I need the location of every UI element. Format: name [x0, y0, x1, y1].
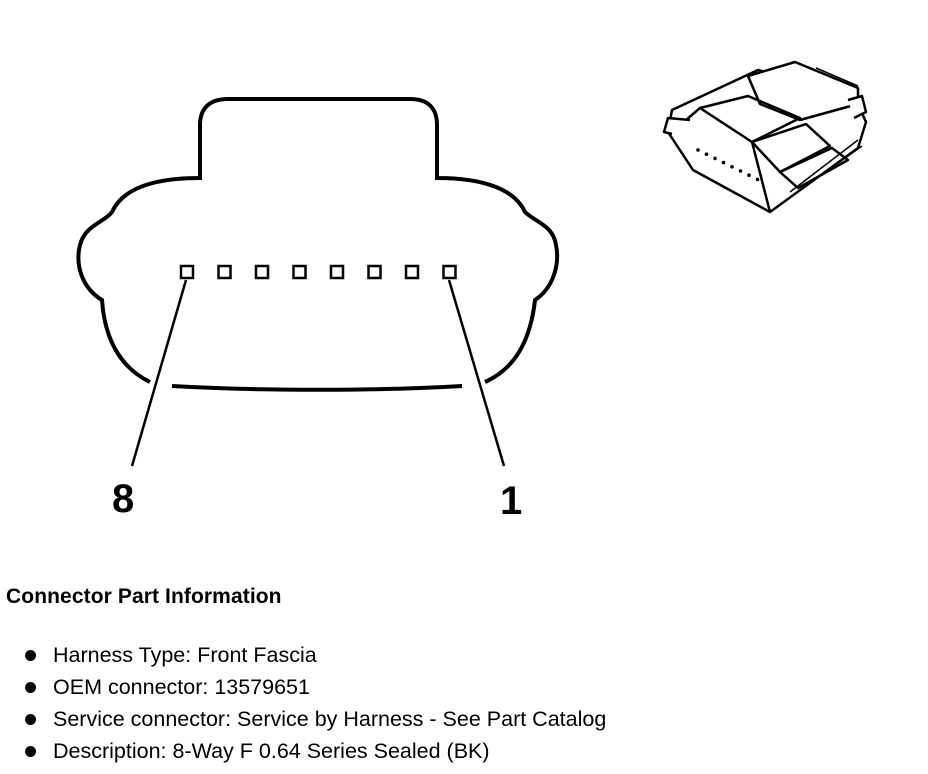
list-item-service-connector: Service connector: Service by Harness - … [6, 703, 906, 735]
bullet-icon [25, 682, 36, 693]
bullet-icon [25, 746, 36, 757]
connector-3d-pin-dot [713, 156, 717, 161]
connector-3d-pin-dots [696, 148, 760, 182]
connector-diagram: 8 1 [76, 60, 868, 523]
connector-3d-pin-dot [738, 169, 743, 173]
pin-cavity-8 [179, 264, 195, 280]
pin-cavity-2 [404, 264, 420, 280]
connector-face-outline [76, 97, 560, 384]
connector-3d-pin-dot [747, 173, 751, 177]
list-item-harness-type: Harness Type: Front Fascia [6, 639, 906, 671]
pin-1-label: 1 [500, 479, 522, 523]
pin-cavity-6 [254, 264, 270, 280]
bullet-icon [25, 650, 36, 661]
part-info-list: Harness Type: Front Fascia OEM connector… [6, 639, 906, 767]
pin-cavity-4 [329, 264, 345, 280]
pin-cavity-1 [442, 264, 457, 280]
pin-cavity-7 [217, 264, 232, 280]
section-title: Connector Part Information [6, 585, 282, 608]
harness-type-text: Harness Type: Front Fascia [53, 643, 317, 667]
pin-8-leader-line [130, 279, 188, 467]
pin-cavities [179, 264, 457, 280]
pin-1-leader-line [447, 279, 506, 467]
oem-connector-text: OEM connector: 13579651 [53, 675, 310, 699]
connector-3d-pin-dot [755, 177, 760, 182]
connector-3d-pin-dot [721, 160, 726, 165]
description-text: Description: 8-Way F 0.64 Series Sealed … [53, 739, 490, 763]
connector-3d-pin-dot [704, 152, 709, 156]
bullet-icon [25, 714, 36, 725]
connector-3d-pin-dot [696, 148, 700, 152]
connector-3d-illustration [662, 60, 868, 214]
connector-face-bottom-edge [171, 384, 463, 392]
pin-8-label: 8 [112, 477, 134, 521]
connector-part-information: Connector Part Information Harness Type:… [6, 585, 906, 767]
pin-cavity-5 [292, 264, 307, 280]
list-item-oem-connector: OEM connector: 13579651 [6, 671, 906, 703]
pin-cavity-3 [367, 264, 382, 280]
connector-3d-pin-dot [730, 165, 734, 169]
service-connector-text: Service connector: Service by Harness - … [53, 707, 607, 731]
list-item-description: Description: 8-Way F 0.64 Series Sealed … [6, 735, 906, 767]
